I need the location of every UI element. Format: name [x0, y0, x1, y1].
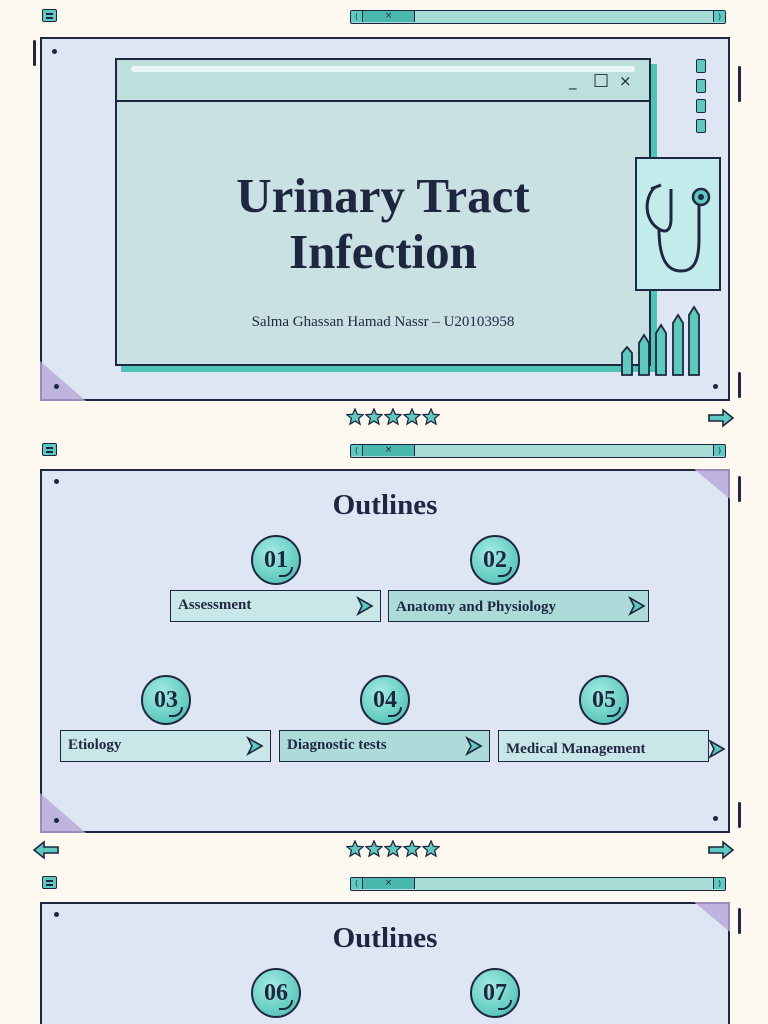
- star-icon: [346, 840, 364, 858]
- stethoscope-card: [635, 157, 721, 291]
- decor-corner: [40, 793, 86, 833]
- scroll-thumb[interactable]: ×: [363, 11, 415, 22]
- chevron-right-icon: [465, 736, 483, 756]
- scroll-left-cap[interactable]: (: [351, 445, 363, 456]
- scroll-thumb[interactable]: ×: [363, 445, 415, 456]
- scroll-thumb[interactable]: ×: [363, 878, 415, 889]
- close-icon[interactable]: ×: [619, 72, 632, 90]
- document-icon[interactable]: [42, 9, 57, 22]
- outline-number-badge: 02: [470, 535, 520, 585]
- title-window-bar: _ □ ×: [117, 60, 649, 102]
- slide-3-outline[interactable]: Outlines 06 07: [40, 902, 730, 1024]
- decor-dot: [52, 49, 57, 54]
- presentation-subtitle: Salma Ghassan Hamad Nassr – U20103958: [251, 314, 515, 330]
- scroll-left-cap[interactable]: (: [351, 878, 363, 889]
- star-icon: [422, 840, 440, 858]
- star-icon: [384, 408, 402, 426]
- scroll-right-cap[interactable]: ): [713, 11, 725, 22]
- star-icon: [403, 408, 421, 426]
- outline-title: Outlines: [332, 922, 438, 954]
- document-icon[interactable]: [42, 443, 57, 456]
- decor-pills: [696, 59, 706, 139]
- title-window: _ □ × Urinary Tract Infection Salma Ghas…: [115, 58, 651, 366]
- outline-item-medical-management[interactable]: Medical Management: [498, 730, 726, 762]
- slide-3-header: ( × ): [0, 873, 768, 895]
- star-icon: [365, 408, 383, 426]
- presentation-title: Urinary Tract Infection: [236, 168, 530, 279]
- outline-item-etiology[interactable]: Etiology: [60, 730, 271, 762]
- prev-arrow-icon[interactable]: [32, 840, 60, 860]
- outline-item-label: Assessment: [178, 597, 252, 613]
- star-icon: [346, 408, 364, 426]
- slide-1-title[interactable]: _ □ × Urinary Tract Infection Salma Ghas…: [40, 37, 730, 401]
- scroll-right-cap[interactable]: ): [713, 878, 725, 889]
- chevron-right-icon: [356, 596, 374, 616]
- maximize-icon[interactable]: □: [593, 70, 610, 90]
- slide-1-scrollbar[interactable]: ( × ): [350, 10, 726, 24]
- outline-number-badge: 07: [470, 968, 520, 1018]
- chevron-right-icon: [708, 739, 726, 759]
- decor-bars: [621, 305, 700, 376]
- decor-dot: [713, 816, 718, 821]
- outline-title: Outlines: [332, 489, 438, 521]
- slide-2-nav: [0, 840, 768, 862]
- outline-item-assessment[interactable]: Assessment: [170, 590, 381, 622]
- star-icon: [384, 840, 402, 858]
- outline-number-badge: 04: [360, 675, 410, 725]
- slide-1-header: ( × ): [0, 6, 768, 28]
- scroll-right-cap[interactable]: ): [713, 445, 725, 456]
- outline-number-badge: 03: [141, 675, 191, 725]
- outline-number-badge: 05: [579, 675, 629, 725]
- outline-item-label: Etiology: [68, 737, 122, 753]
- decor-dot: [54, 479, 59, 484]
- outline-item-label: Medical Management: [506, 741, 646, 757]
- star-icon: [422, 408, 440, 426]
- stethoscope-icon: [645, 183, 711, 273]
- rating-stars: [346, 408, 440, 426]
- decor-dot: [54, 818, 59, 823]
- window-gloss: [131, 66, 635, 72]
- scroll-left-cap[interactable]: (: [351, 11, 363, 22]
- slide-3-scrollbar[interactable]: ( × ): [350, 877, 726, 891]
- outline-item-label: Anatomy and Physiology: [396, 599, 557, 615]
- slide-2-scrollbar[interactable]: ( × ): [350, 444, 726, 458]
- chevron-right-icon: [246, 736, 264, 756]
- decor-dot: [713, 384, 718, 389]
- outline-number-badge: 01: [251, 535, 301, 585]
- next-arrow-icon[interactable]: [707, 840, 735, 860]
- decor-corner: [40, 361, 86, 401]
- rating-stars: [346, 840, 440, 858]
- outline-item-diagnostic-tests[interactable]: Diagnostic tests: [279, 730, 490, 762]
- decor-dot: [54, 384, 59, 389]
- document-icon[interactable]: [42, 876, 57, 889]
- outline-item-label: Diagnostic tests: [287, 737, 387, 753]
- outline-number-badge: 06: [251, 968, 301, 1018]
- star-icon: [403, 840, 421, 858]
- chevron-right-icon: [628, 596, 646, 616]
- decor-dot: [54, 912, 59, 917]
- slide-1-nav: [0, 408, 768, 430]
- minimize-icon[interactable]: _: [569, 72, 577, 90]
- star-icon: [365, 840, 383, 858]
- next-arrow-icon[interactable]: [707, 408, 735, 428]
- outline-item-anatomy[interactable]: Anatomy and Physiology: [388, 590, 649, 622]
- slide-2-outline[interactable]: Outlines 01 02 03 04 05 Assessment Anato…: [40, 469, 730, 833]
- slide-2-header: ( × ): [0, 440, 768, 462]
